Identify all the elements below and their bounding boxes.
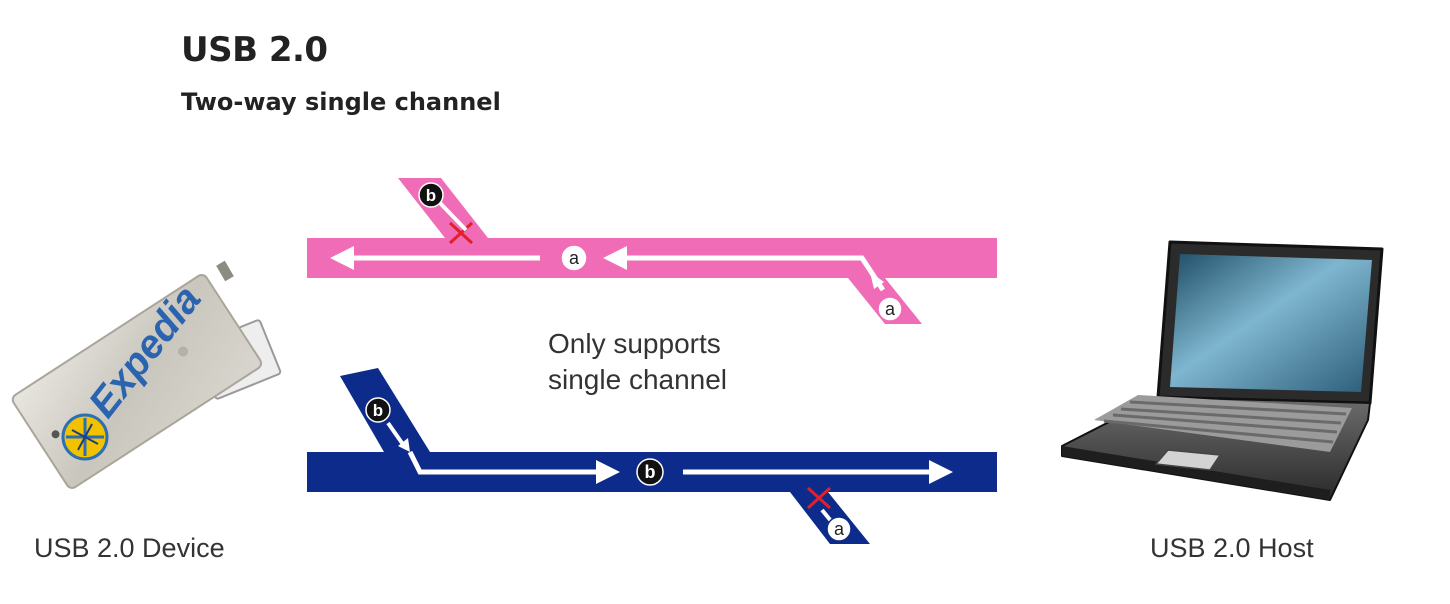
blocked-icon <box>806 486 832 510</box>
laptop-icon <box>1061 240 1384 501</box>
svg-text:b: b <box>645 462 656 482</box>
badge-a-upper-right: a <box>877 296 903 322</box>
badge-b-lower-center: b <box>636 458 664 486</box>
badge-b-lower-left: b <box>365 397 391 423</box>
lower-arrow-branch <box>386 421 404 445</box>
blocked-icon <box>448 221 474 245</box>
lower-arrowhead-right <box>929 460 953 484</box>
lower-arrowhead-left <box>596 460 620 484</box>
svg-text:a: a <box>834 519 845 539</box>
upper-blocked-path <box>438 201 468 232</box>
channel-note-line-1: Only supports <box>548 328 721 359</box>
upper-arrowhead-branch <box>870 272 884 289</box>
svg-text:a: a <box>885 299 896 319</box>
lower-arrow-line-left <box>407 450 596 475</box>
badge-a-lower-right: a <box>826 516 852 542</box>
device-label: USB 2.0 Device <box>34 533 225 563</box>
channel-note-line-2: single channel <box>548 364 728 395</box>
svg-text:a: a <box>569 248 580 268</box>
usb-flash-drive-icon: Expedia <box>11 260 282 489</box>
upper-arrowhead-left <box>330 246 354 270</box>
page-subtitle: Two-way single channel <box>181 88 501 116</box>
upper-arrowhead-right <box>603 246 627 270</box>
badge-b-upper: b <box>418 182 444 208</box>
svg-text:b: b <box>426 186 436 205</box>
badge-a-upper-center: a <box>560 244 588 272</box>
page-title: USB 2.0 <box>181 30 328 70</box>
channel-note: Only supports single channel <box>548 326 727 398</box>
lower-arrowhead-branch <box>398 438 410 452</box>
host-label: USB 2.0 Host <box>1150 533 1314 563</box>
svg-text:b: b <box>373 401 383 420</box>
